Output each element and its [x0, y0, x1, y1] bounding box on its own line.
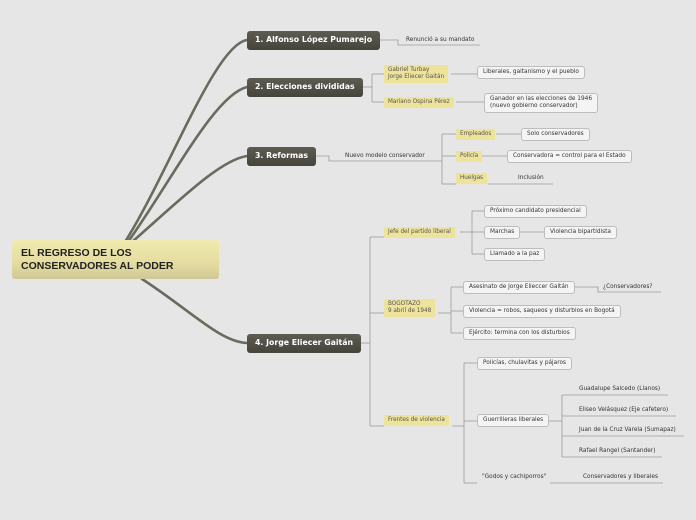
topic-reformas[interactable]: 3. Reformas: [247, 147, 317, 166]
subtopic-turbay-gaitan[interactable]: Gabriel Turbay Jorge Eliecer Gaitán: [384, 65, 449, 84]
box-violencia-robos[interactable]: Violencia = robos, saqueos y disturbios …: [463, 305, 621, 319]
note-juan-de-la-cruz[interactable]: Juan de la Cruz Varela (Sumapaz): [579, 427, 676, 433]
box-solo-conservadores[interactable]: Solo conservadores: [521, 128, 590, 142]
box-ganador-1946[interactable]: Ganador en las elecciones de 1946 (nuevo…: [484, 93, 599, 114]
note-conservadores-question[interactable]: ¿Conservadores?: [603, 284, 653, 290]
subtopic-bogotazo[interactable]: BOGOTAZO 9 abril de 1948: [384, 299, 436, 318]
box-proximo-candidato[interactable]: Próximo candidato presidencial: [484, 205, 587, 219]
subtopic-huelgas[interactable]: Huelgas: [456, 173, 488, 185]
note-inclusion[interactable]: Inclusión: [518, 175, 544, 181]
note-guadalupe-salcedo[interactable]: Guadalupe Salcedo (Llanos): [579, 386, 661, 392]
box-ejercito[interactable]: Ejército: termina con los disturbios: [463, 327, 576, 341]
box-asesinato[interactable]: Asesinato de Jorge Elieccer Gaitán: [463, 281, 575, 295]
note-godos-cachiporros[interactable]: "Godos y cachiporros": [482, 474, 547, 480]
note-eliseo-velasquez[interactable]: Eliseo Velásquez (Eje cafetero): [579, 407, 669, 413]
box-violencia-bipartidista[interactable]: Violencia bipartidista: [544, 226, 617, 240]
box-llamado-paz[interactable]: Llamado a la paz: [484, 248, 546, 262]
subtopic-policia[interactable]: Policía: [456, 151, 483, 163]
subtopic-frentes-violencia[interactable]: Frentes de violencia: [384, 415, 449, 427]
topic-jorge-eliecer-gaitan[interactable]: 4. Jorge Eliecer Gaitán: [247, 334, 362, 353]
subtopic-mariano-ospina[interactable]: Mariano Ospina Pérez: [384, 97, 454, 109]
topic-elecciones-divididas[interactable]: 2. Elecciones divididas: [247, 78, 363, 97]
box-conservadora-control[interactable]: Conservadora = control para el Estado: [507, 150, 632, 164]
topic-alfonso-lopez-pumarejo[interactable]: 1. Alfonso López Pumarejo: [247, 31, 381, 50]
subtopic-empleados[interactable]: Empleados: [456, 129, 496, 141]
box-liberales-gaitanismo[interactable]: Liberales, gaitanismo y el pueblo: [477, 66, 585, 80]
subtopic-jefe-partido[interactable]: Jefe del partido liberal: [384, 227, 455, 239]
central-topic[interactable]: EL REGRESO DE LOS CONSERVADORES AL PODER: [12, 240, 219, 279]
note-conservadores-liberales[interactable]: Conservadores y liberales: [583, 474, 659, 480]
box-policias-chulavitas[interactable]: Policías, chulavitas y pájaros: [477, 357, 573, 371]
box-guerrilleras-liberales[interactable]: Guerrilleras liberales: [477, 414, 550, 428]
note-renuncio[interactable]: Renunció a su mandato: [406, 37, 475, 43]
note-nuevo-modelo[interactable]: Nuevo modelo conservador: [345, 153, 425, 159]
box-marchas[interactable]: Marchas: [484, 226, 521, 240]
note-rafael-rangel[interactable]: Rafael Rangel (Santander): [579, 448, 656, 454]
